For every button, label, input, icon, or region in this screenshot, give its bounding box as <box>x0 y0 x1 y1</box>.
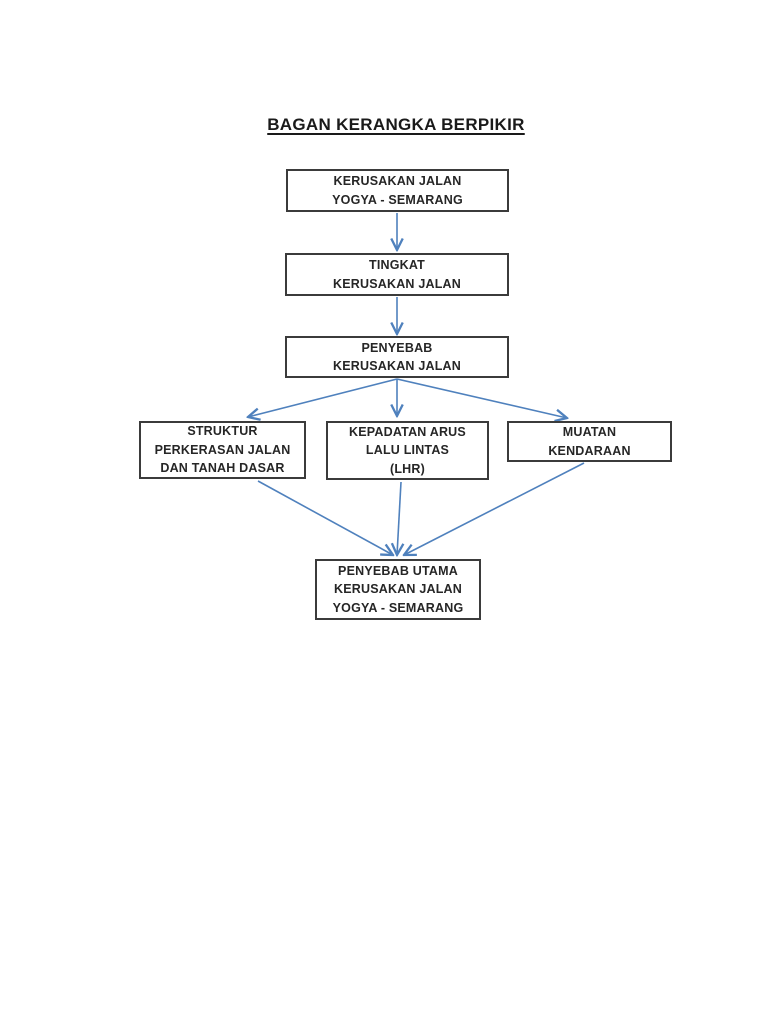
node-tingkat-kerusakan: TINGKAT KERUSAKAN JALAN <box>285 253 509 296</box>
node-line: PENYEBAB <box>361 340 433 355</box>
node-line: YOGYA - SEMARANG <box>332 600 464 615</box>
node-line: KENDARAAN <box>548 443 631 458</box>
node-line: LALU LINTAS <box>365 443 450 458</box>
diagram-title: BAGAN KERANGKA BERPIKIR <box>267 115 525 134</box>
node-struktur-perkerasan: STRUKTUR PERKERASAN JALAN DAN TANAH DASA… <box>139 421 306 479</box>
node-kerusakan-jalan: KERUSAKAN JALAN YOGYA - SEMARANG <box>286 169 509 212</box>
node-penyebab-kerusakan: PENYEBAB KERUSAKAN JALAN <box>285 336 509 378</box>
node-line: YOGYA - SEMARANG <box>332 192 463 207</box>
node-line: PENYEBAB UTAMA <box>338 563 458 578</box>
node-line: KERUSAKAN JALAN <box>332 276 461 291</box>
node-line: (LHR) <box>389 461 425 476</box>
node-line: KERUSAKAN JALAN <box>333 582 462 597</box>
node-line: KERUSAKAN JALAN <box>332 359 461 373</box>
edge-penyebab-to-struktur <box>248 378 398 417</box>
node-line: KEPADATAN ARUS <box>349 424 466 439</box>
node-line: MUATAN <box>562 425 617 439</box>
node-line: DAN TANAH DASAR <box>160 461 285 476</box>
node-line: PERKERASAN JALAN <box>154 442 291 457</box>
edge-penyebab-to-muatan <box>396 378 567 418</box>
node-line: TINGKAT <box>368 258 426 272</box>
node-line: STRUKTUR <box>187 424 258 439</box>
node-muatan-kendaraan: MUATAN KENDARAAN <box>507 421 672 462</box>
edge-struktur-to-utama <box>257 480 393 555</box>
node-line: KERUSAKAN JALAN <box>333 174 462 188</box>
node-kepadatan-arus: KEPADATAN ARUS LALU LINTAS (LHR) <box>326 421 489 480</box>
edge-kepadatan-to-utama <box>397 481 401 555</box>
node-penyebab-utama: PENYEBAB UTAMA KERUSAKAN JALAN YOGYA - S… <box>315 559 481 620</box>
